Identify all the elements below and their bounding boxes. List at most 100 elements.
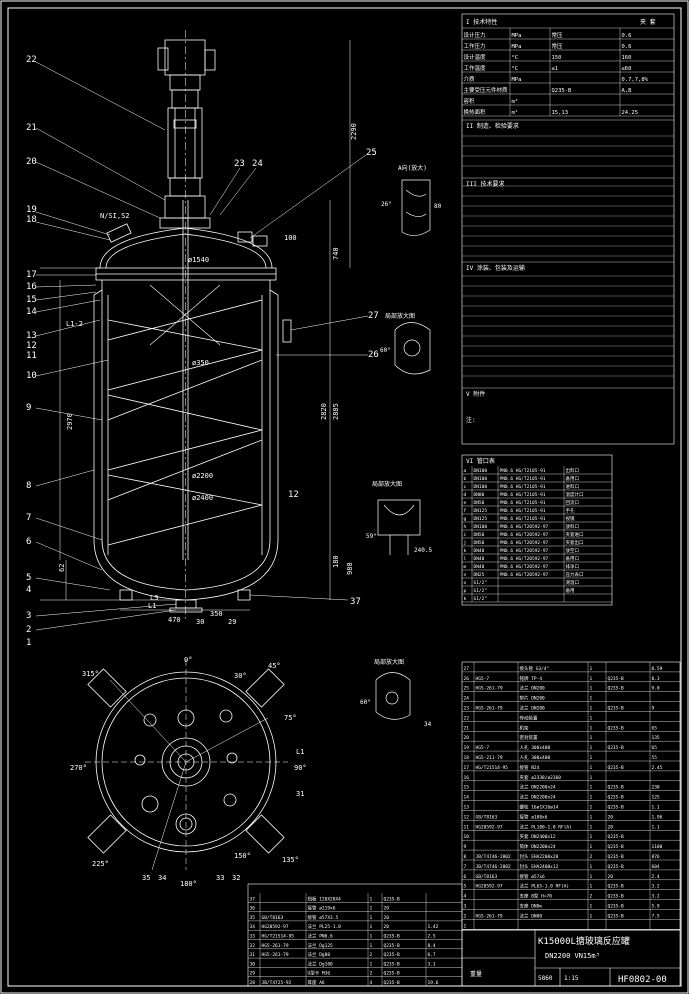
part-l-cell-wt: 19.6	[428, 980, 439, 986]
nozzle-cell-purpose: 进料口	[566, 483, 580, 490]
part-r-cell-mat: Q235-B	[608, 834, 625, 840]
tech-cell-unit: m³	[512, 98, 519, 105]
callout-21: 21	[26, 123, 37, 133]
callout-5: 5	[26, 573, 31, 583]
part-r-cell-no: 4	[464, 894, 467, 900]
callout-17: 17	[26, 270, 37, 280]
part-r-cell-no: 19	[464, 745, 470, 751]
part-r-cell-mat: 20	[608, 824, 614, 830]
part-r-cell-qty: 1	[590, 715, 593, 721]
part-r-cell-code: JB/T4746-2002	[476, 854, 512, 860]
part-r-cell-name: 夹套 ø2338/ø2360	[520, 774, 562, 781]
part-r-cell-mat: Q235-B	[608, 844, 625, 850]
dim-62: 62	[58, 564, 66, 572]
dim-180: 180	[332, 555, 340, 568]
nozzle-cell-mark: o	[464, 581, 467, 586]
part-r-cell-wt: 1.96	[652, 814, 663, 820]
part-l-cell-mat: 20	[384, 924, 390, 930]
tech-cell-label: 工作温度	[464, 64, 487, 72]
part-r-cell-wt: 0.59	[652, 666, 663, 672]
part-r-cell-code: HG/T21514-95	[476, 765, 509, 771]
part-l-cell-name: 法兰 Dg125	[308, 942, 334, 949]
part-r-cell-qty: 1	[590, 904, 593, 910]
nozzle-cell-purpose: 手孔	[566, 507, 575, 514]
nozzle-cell-mark: j	[464, 540, 467, 546]
part-r-cell-name: 接管 ø108x6	[520, 813, 548, 820]
detail-c-shape	[377, 499, 421, 536]
part-l-cell-qty: 1	[370, 896, 373, 902]
part-r-row: 1	[462, 919, 680, 930]
tech-table-title: I 技术特性	[466, 18, 497, 26]
motor	[164, 39, 206, 76]
tech-cell-c1: 15,13	[552, 110, 569, 116]
part-r-cell-qty: 1	[590, 725, 593, 731]
tech-table-header-right: 夹 套	[640, 18, 656, 26]
part-l-cell-mat: 20	[384, 915, 390, 921]
angle-135: 135°	[282, 856, 299, 864]
part-l-cell-name: 法兰 Dg80	[308, 951, 331, 958]
part-r-cell-name: 法兰 DN2200x24	[520, 794, 556, 801]
part-r-cell-code: HG5-211-79	[476, 755, 503, 761]
part-l-cell-wt: 8.4	[428, 943, 436, 949]
weight-label: 重量	[470, 970, 482, 978]
nozzle-cell-size: DN100	[474, 484, 488, 490]
tech-cell-c1: Q235-B	[552, 88, 573, 94]
callout-27: 27	[368, 311, 379, 321]
part-r-cell-no: 24	[464, 696, 470, 702]
part-l-cell-no: 36	[250, 906, 256, 912]
callout-labels: 22 21 20 19 18 17 16 15 14 13 12 11 10 9…	[26, 55, 379, 648]
tech-cell-unit: MPa	[512, 33, 522, 39]
callout-22: 22	[26, 55, 37, 65]
part-r-cell-code: HG20592-97	[476, 824, 503, 830]
angle-270: 270°	[70, 764, 87, 772]
label-l1: L1	[148, 602, 156, 610]
dim-240: 240.5	[414, 547, 432, 554]
nozzle-cell-purpose: 备用	[566, 587, 575, 594]
callout-24: 24	[252, 159, 263, 169]
part-r-cell-name: 夹套 DN2400x12	[520, 833, 556, 840]
part-r-cell-mat: Q235-B	[608, 913, 625, 919]
part-r-cell-wt: 5.9	[652, 904, 660, 910]
part-r-cell-name: 垫片 DN200	[520, 695, 546, 702]
callout-8: 8	[26, 481, 31, 491]
top-head	[99, 227, 273, 269]
nozzle-cell-purpose: 出料口	[566, 467, 580, 474]
part-l-cell-mat: 20	[384, 906, 390, 912]
nozzle-cell-mark: f	[464, 508, 467, 514]
part-r-cell-qty: 1	[590, 745, 593, 751]
part-l-cell-name: 耳座 A6	[308, 979, 325, 986]
part-r-cell-qty: 1	[590, 864, 593, 870]
lug-sw	[87, 814, 127, 854]
part-r-cell-wt: 604	[652, 864, 660, 870]
nozzle-cell-mark: k	[464, 548, 467, 554]
part-r-cell-code: JB/T4746-2002	[476, 864, 512, 870]
part-l-cell-no: 31	[250, 952, 256, 958]
part-r-cell-qty: 1	[590, 874, 593, 880]
part-l-cell-qty: 2	[370, 971, 373, 977]
tech-cell-label: 换热面积	[464, 108, 487, 116]
part-l-cell-no: 29	[250, 971, 256, 977]
nozzle-cell-size: DN40	[474, 548, 485, 554]
dim-29: 29	[228, 618, 236, 626]
nozzle-cell-mark: a	[464, 469, 467, 474]
callout-3: 3	[26, 611, 31, 621]
callout-15: 15	[26, 295, 37, 305]
nozzle-cell-mark: l	[464, 556, 467, 562]
part-l-cell-name: 法兰 PL25-1.0	[308, 923, 342, 930]
part-r-cell-name: 支座 DN8m	[520, 903, 543, 910]
